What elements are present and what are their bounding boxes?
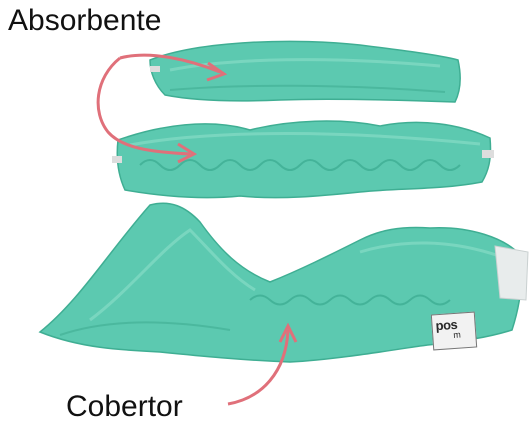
inner-snap-left bbox=[112, 156, 122, 163]
absorbent-label: Absorbente bbox=[8, 6, 161, 36]
insert-snap-left bbox=[150, 66, 160, 72]
cover-tab bbox=[495, 246, 528, 300]
inner-layer bbox=[112, 121, 494, 198]
inner-snap-right bbox=[482, 150, 494, 158]
cover-label: Cobertor bbox=[66, 392, 183, 422]
brand-tag-subtext: m bbox=[453, 330, 461, 340]
brand-tag: pos m bbox=[431, 312, 477, 351]
absorbent-insert bbox=[150, 41, 460, 102]
